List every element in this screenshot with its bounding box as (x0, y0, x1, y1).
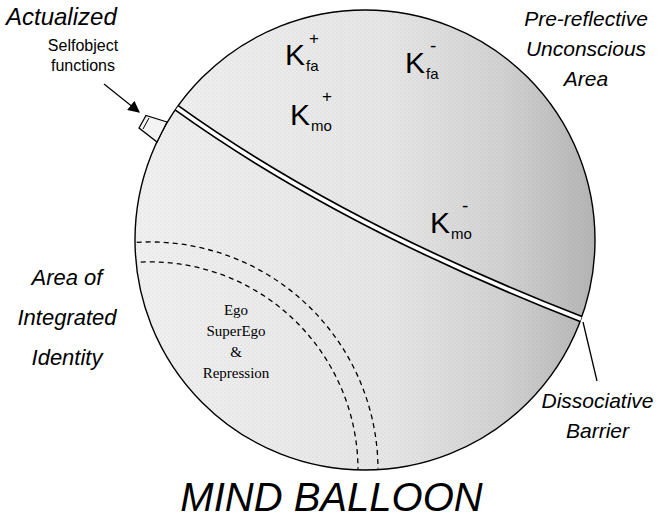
barrier-inner (177, 108, 581, 319)
symbol-k: K (290, 100, 310, 130)
symbol-subscript: fa (426, 66, 439, 81)
symbol-superscript: - (462, 196, 468, 215)
symbol-superscript: - (430, 36, 436, 55)
balloon-fill (135, 10, 595, 470)
symbol-subscript: mo (311, 118, 332, 133)
annotation-label: Actualized (6, 2, 117, 32)
symbol-subscript: fa (306, 58, 319, 73)
structure-label: Ego SuperEgo & Repression (200, 300, 272, 384)
balloon-outline (135, 10, 595, 470)
diagram-caption: MIND BALLOON (0, 474, 663, 520)
dashed-arc (110, 242, 378, 470)
symbol-superscript: + (309, 30, 319, 47)
balloon-nozzle (139, 116, 167, 143)
identity-arcs (110, 242, 378, 470)
barrier-outer (177, 108, 581, 319)
region-label: Area of Integrated Identity (4, 258, 130, 378)
nozzle-rim (143, 118, 149, 129)
annotation-label: Selfobject functions (38, 36, 128, 76)
symbol-superscript: + (322, 88, 332, 105)
symbol-k: K (405, 48, 425, 78)
region-label: Dissociative Barrier (535, 386, 660, 446)
symbol-k: K (430, 208, 450, 238)
region-label: Pre-reflective Unconscious Area (516, 4, 656, 94)
symbol-subscript: mo (451, 226, 472, 241)
leader-line (583, 322, 597, 381)
balloon-stipple (135, 10, 595, 470)
pointer-arrow (104, 84, 139, 112)
dashed-arc (114, 262, 358, 470)
symbol-k: K (285, 40, 305, 70)
